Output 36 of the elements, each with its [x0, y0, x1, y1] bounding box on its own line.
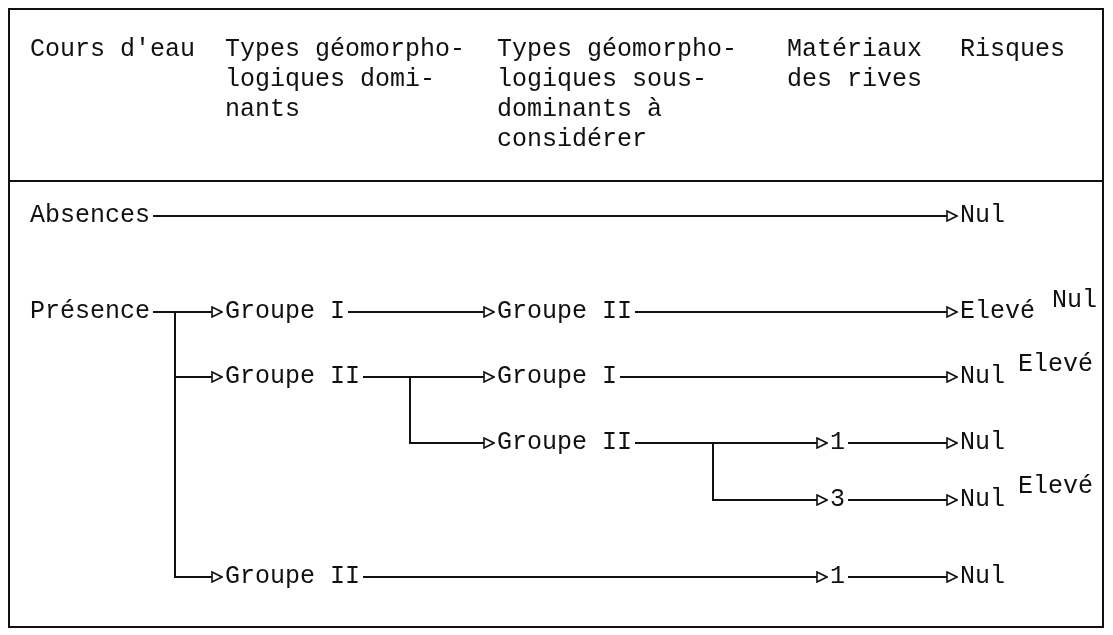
arrow: [634, 442, 828, 506]
flow-label: Elevé: [957, 297, 1038, 327]
arrow: [847, 571, 958, 583]
column-header: Types géomorpho- logiques domi- nants: [225, 35, 467, 125]
flow-label: Nul: [957, 201, 1008, 231]
flow-label: Groupe II: [222, 362, 364, 392]
flow-label: Groupe II: [494, 297, 636, 327]
flow-label: 1: [827, 428, 848, 458]
column-header: Risques: [960, 35, 1067, 65]
flow-label: Groupe II: [494, 428, 636, 458]
flow-label: Nul: [957, 562, 1008, 592]
flow-label: Nul: [957, 485, 1008, 515]
arrow: [347, 306, 495, 318]
flow-label: 1: [827, 562, 848, 592]
flow-label: Groupe I: [494, 362, 621, 392]
flow-label: Nul: [957, 428, 1008, 458]
annotation-text: Nul: [1052, 286, 1097, 316]
column-header: Cours d'eau: [30, 35, 197, 65]
arrow: [152, 210, 958, 222]
arrow: [847, 437, 958, 449]
flow-label: Nul: [957, 362, 1008, 392]
annotation-text: Elevé: [1018, 472, 1093, 502]
flow-label: Présence: [27, 297, 154, 327]
flow-label: Groupe I: [222, 297, 349, 327]
flow-label: 3: [827, 485, 848, 515]
column-header: Matériaux des rives: [787, 35, 924, 95]
arrow: [152, 311, 223, 583]
arrow: [362, 571, 828, 583]
arrow: [362, 376, 495, 449]
annotation-text: Elevé: [1018, 350, 1093, 380]
flow-label: Groupe II: [222, 562, 364, 592]
arrow: [847, 494, 958, 506]
column-header: Types géomorpho- logiques sous- dominants à considérer: [497, 35, 739, 155]
arrow: [619, 371, 958, 383]
flow-label: Absences: [27, 201, 154, 231]
arrow: [634, 306, 958, 318]
